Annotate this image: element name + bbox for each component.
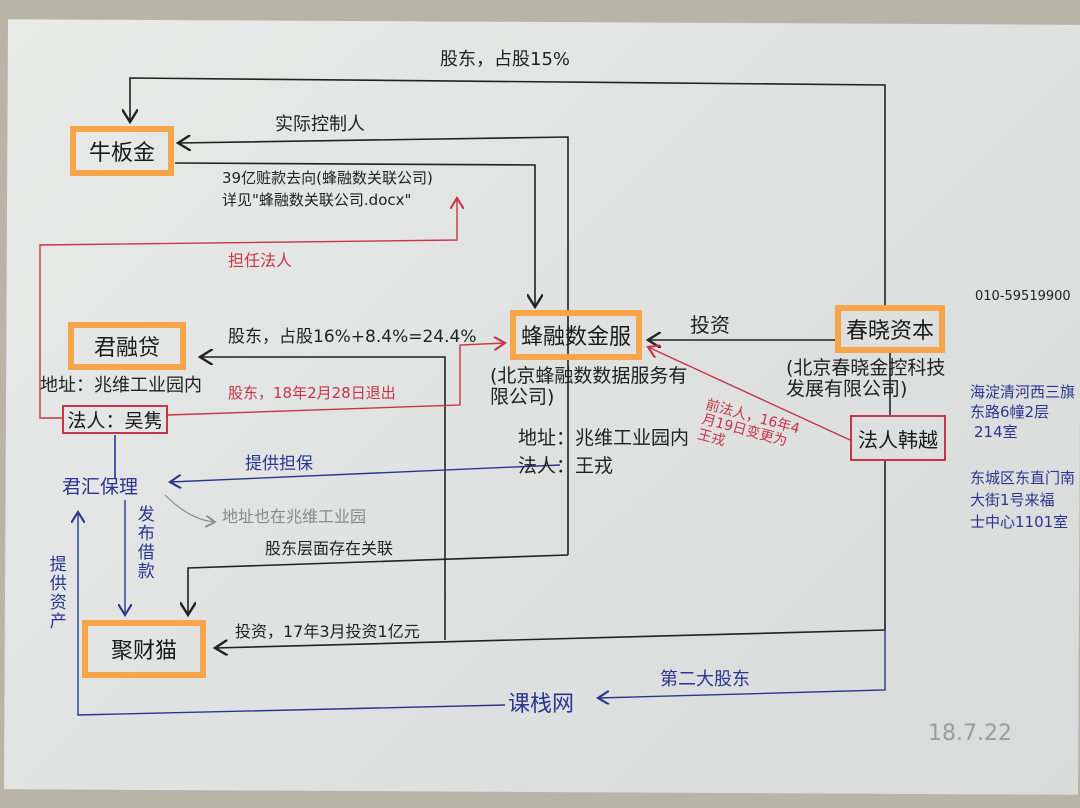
address-note-1-line-1: 海淀清河西三旗: [970, 383, 1076, 401]
edge-shareholder-15: [130, 77, 886, 305]
fengrong-full-name: (北京蜂融数数据服务有限公司): [490, 365, 688, 408]
node-junhui: 君汇保理: [62, 476, 139, 498]
node-kezhanwang: 课栈网: [508, 692, 575, 717]
label-actual-controller: 实际控制人: [275, 114, 365, 135]
edge-provide-assets: [78, 512, 506, 716]
junrongdai-legal: 法人：吴隽: [62, 405, 168, 434]
label-serves-legal: 担任法人: [228, 251, 293, 270]
label-shareholder-24: 股东，占股16%+8.4%=24.4%: [228, 327, 477, 347]
edge-funds: [174, 162, 535, 307]
label-same-address: 地址也在兆维工业园: [222, 507, 367, 526]
label-second-shareholder: 第二大股东: [660, 669, 750, 690]
label-shareholder-15: 股东，占股15%: [440, 49, 571, 70]
edge-guarantee: [170, 464, 561, 482]
phone-note: 010-59519900: [975, 289, 1071, 304]
node-chunxiao: 春晓资本: [835, 305, 945, 353]
date-note: 18.7.22: [928, 721, 1012, 746]
node-chunxiao-legal: 法人韩越: [850, 415, 946, 461]
node-junrongdai: 君融贷: [68, 322, 186, 370]
address-note-1-line-2: 东路6幢2层: [970, 403, 1050, 421]
edge-former-legal: [648, 347, 851, 441]
label-funds-2: 详见"蜂融数关联公司.docx": [222, 191, 412, 209]
label-shareholder-related: 股东层面存在关联: [265, 539, 394, 558]
edge-actual-controller: [178, 137, 569, 555]
edge-same-address: [164, 494, 215, 522]
label-funds-1: 39亿赃款去向(蜂融数关联公司): [222, 169, 433, 187]
label-provide-assets: 提供资产: [45, 555, 66, 631]
label-shareholder-exit: 股东，18年2月28日退出: [228, 384, 396, 402]
node-jucaimao: 聚财猫: [82, 620, 206, 678]
edge-shareholder-exit: [167, 343, 505, 416]
address-note-2-line-1: 东城区东直门南: [970, 469, 1076, 487]
node-niubanjin: 牛板金: [70, 126, 174, 176]
edge-serves-legal: [39, 198, 457, 419]
label-invest-1yi: 投资，17年3月投资1亿元: [235, 622, 420, 641]
fengrong-address: 地址：兆维工业园内: [518, 427, 690, 449]
fengrong-legal: 法人：王戎: [518, 455, 614, 477]
junrongdai-address: 地址：兆维工业园内: [40, 375, 202, 396]
address-note-2-line-2: 大街1号来福: [970, 491, 1055, 509]
address-note-2-line-3: 士中心1101室: [970, 513, 1069, 531]
edge-shareholder-24: [200, 357, 446, 640]
label-invest: 投资: [690, 313, 730, 337]
chunxiao-full-name: (北京春晓金控科技发展有限公司): [786, 357, 946, 400]
label-guarantee: 提供担保: [245, 454, 313, 474]
edge-second-shareholder: [598, 630, 886, 698]
node-fengrong: 蜂融数金服: [510, 310, 642, 360]
label-publish-loans: 发布借款: [133, 505, 154, 581]
address-note-1-line-3: 214室: [974, 423, 1018, 441]
edge-related: [188, 554, 569, 615]
